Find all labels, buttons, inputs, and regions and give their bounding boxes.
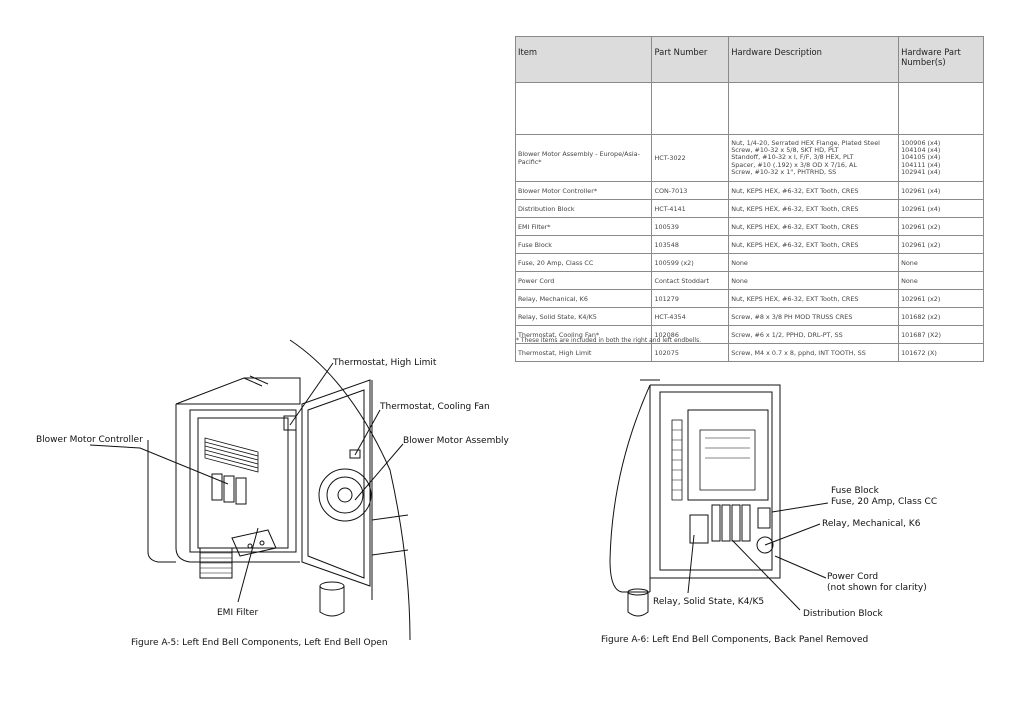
header-hardware-part-numbers: Hardware Part Number(s) <box>898 36 984 83</box>
figure-a6-drawing <box>609 379 781 617</box>
callout-thermostat-high-limit: Thermostat, High Limit <box>332 358 437 368</box>
cell-hardware-description: Screw, M4 x 0.7 x 8, pphd, INT TOOTH, SS <box>728 343 900 362</box>
table-row: Blower Motor Controller* CON-7013 Nut, K… <box>514 181 984 200</box>
callout-emi-filter: EMI Filter <box>217 608 259 618</box>
callout-relay-solid-state: Relay, Solid State, K4/K5 <box>653 597 764 607</box>
cell-part-number: HCT-3022 <box>651 134 730 182</box>
hw-line: 104104 (x4) <box>901 146 941 155</box>
desc-line: Screw, #10-32 x 5/8, SKT HD, PLT <box>731 146 839 155</box>
table-row: Relay, Mechanical, K6 101279 Nut, KEPS H… <box>514 289 984 308</box>
header-item: Item <box>514 36 653 83</box>
cell-hardware-part-numbers: 101672 (X) <box>898 343 984 362</box>
hw-line: 104105 (x4) <box>901 153 941 162</box>
table-row: Blower Motor Assembly - Europe/Asia-Paci… <box>514 134 984 182</box>
figure-a6-caption: Figure A-6: Left End Bell Components, Ba… <box>601 635 868 645</box>
callout-relay-mechanical: Relay, Mechanical, K6 <box>822 519 921 529</box>
figure-a5-leaders <box>89 362 404 603</box>
callout-blower-motor-controller: Blower Motor Controller <box>36 435 143 445</box>
header-hardware-description: Hardware Description <box>728 36 900 83</box>
figure-a5-drawing <box>147 339 411 641</box>
figure-a6-leaders <box>687 502 829 611</box>
cell-item: Thermostat, High Limit <box>514 343 653 362</box>
table-blank-row <box>514 82 984 135</box>
desc-line: Standoff, #10-32 x I, F/F, 3/8 HEX, PLT <box>731 153 854 162</box>
callout-fuse-20-amp: Fuse, 20 Amp, Class CC <box>831 497 937 507</box>
table-row: Fuse, 20 Amp, Class CC 100599 (x2) None … <box>514 253 984 272</box>
table-header-row: Item Part Number Hardware Description Ha… <box>514 36 984 83</box>
cell-hardware-description: Nut, 1/4-20, Serrated HEX Flange, Plated… <box>728 134 900 182</box>
callout-blower-motor-assembly: Blower Motor Assembly <box>403 436 510 446</box>
table-footnote: * These items are included in both the r… <box>516 337 702 344</box>
cell-item: Blower Motor Assembly - Europe/Asia-Paci… <box>514 134 653 182</box>
figure-a5-caption: Figure A-5: Left End Bell Components, Le… <box>131 638 388 648</box>
callout-distribution-block: Distribution Block <box>803 609 883 619</box>
table-row: Fuse Block 103548 Nut, KEPS HEX, #6-32, … <box>514 235 984 254</box>
callout-power-cord: Power Cord <box>827 572 878 582</box>
table-row: Thermostat, High Limit 102075 Screw, M4 … <box>514 343 984 362</box>
desc-line: Nut, 1/4-20, Serrated HEX Flange, Plated… <box>731 138 880 147</box>
table-row: EMI Filter* 100539 Nut, KEPS HEX, #6-32,… <box>514 217 984 236</box>
cell-hardware-part-numbers: None <box>898 271 984 290</box>
parts-table: Item Part Number Hardware Description Ha… <box>514 36 984 362</box>
hw-line: 102941 (x4) <box>901 167 941 176</box>
cell-part-number: 102075 <box>651 343 730 362</box>
callout-thermostat-cooling-fan: Thermostat, Cooling Fan <box>379 402 490 412</box>
desc-line: Spacer, #10 (.192) x 3/8 OD X 7/16, AL <box>731 160 857 169</box>
hw-line: 104111 (x4) <box>901 160 941 169</box>
callout-power-cord-note: (not shown for clarity) <box>827 583 927 593</box>
callout-fuse-block: Fuse Block <box>831 486 880 496</box>
desc-line: Screw, #10-32 x 1", PHTRHD, SS <box>731 167 837 176</box>
hw-line: 100906 (x4) <box>901 138 941 147</box>
